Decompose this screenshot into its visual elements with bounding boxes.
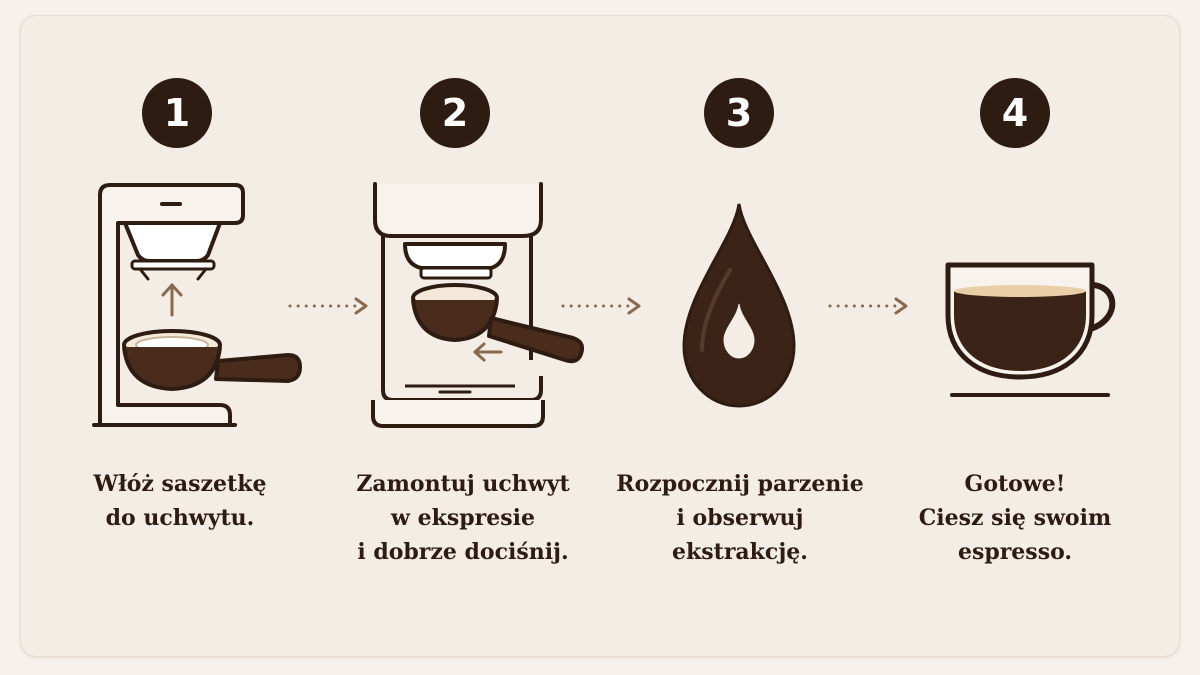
step-2-caption: Zamontuj uchwyt w ekspresie i dobrze doc… bbox=[356, 471, 570, 565]
step-4-badge: 4 bbox=[980, 78, 1050, 148]
flow-arrow-3 bbox=[828, 297, 908, 315]
step-2-badge: 2 bbox=[420, 78, 490, 148]
espresso-machine-mount-icon bbox=[371, 182, 584, 428]
step-4-caption: Gotowe! Ciesz się swoim espresso. bbox=[918, 471, 1112, 565]
flow-arrow-2 bbox=[561, 297, 641, 315]
coffee-drop-icon bbox=[682, 203, 796, 408]
flow-arrow-1 bbox=[288, 297, 368, 315]
step-3-badge: 3 bbox=[704, 78, 774, 148]
portafilter-pod-insert-icon bbox=[92, 183, 302, 427]
step-3-caption: Rozpocznij parzenie i obserwuj ekstrakcj… bbox=[616, 471, 864, 565]
step-1-badge: 1 bbox=[142, 78, 212, 148]
espresso-cup-icon bbox=[945, 262, 1116, 397]
step-1-caption: Włóż saszetkę do uchwytu. bbox=[93, 471, 267, 531]
